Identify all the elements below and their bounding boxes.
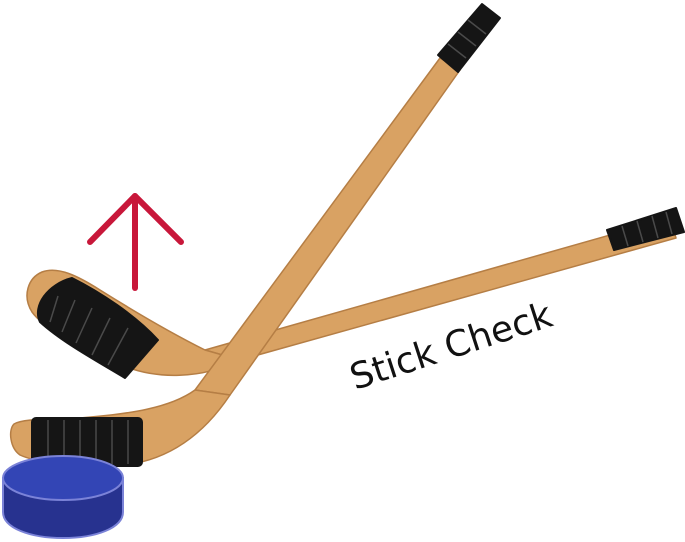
back-stick-blade-tape [37,277,159,379]
front-stick-grip-tape [437,3,501,73]
up-arrow-icon [87,193,184,291]
hockey-puck-icon [2,455,124,540]
back-hockey-stick [26,207,685,379]
front-hockey-stick [9,3,501,467]
front-stick-blade-tape [31,417,143,467]
back-stick-grip-tape [606,207,685,251]
